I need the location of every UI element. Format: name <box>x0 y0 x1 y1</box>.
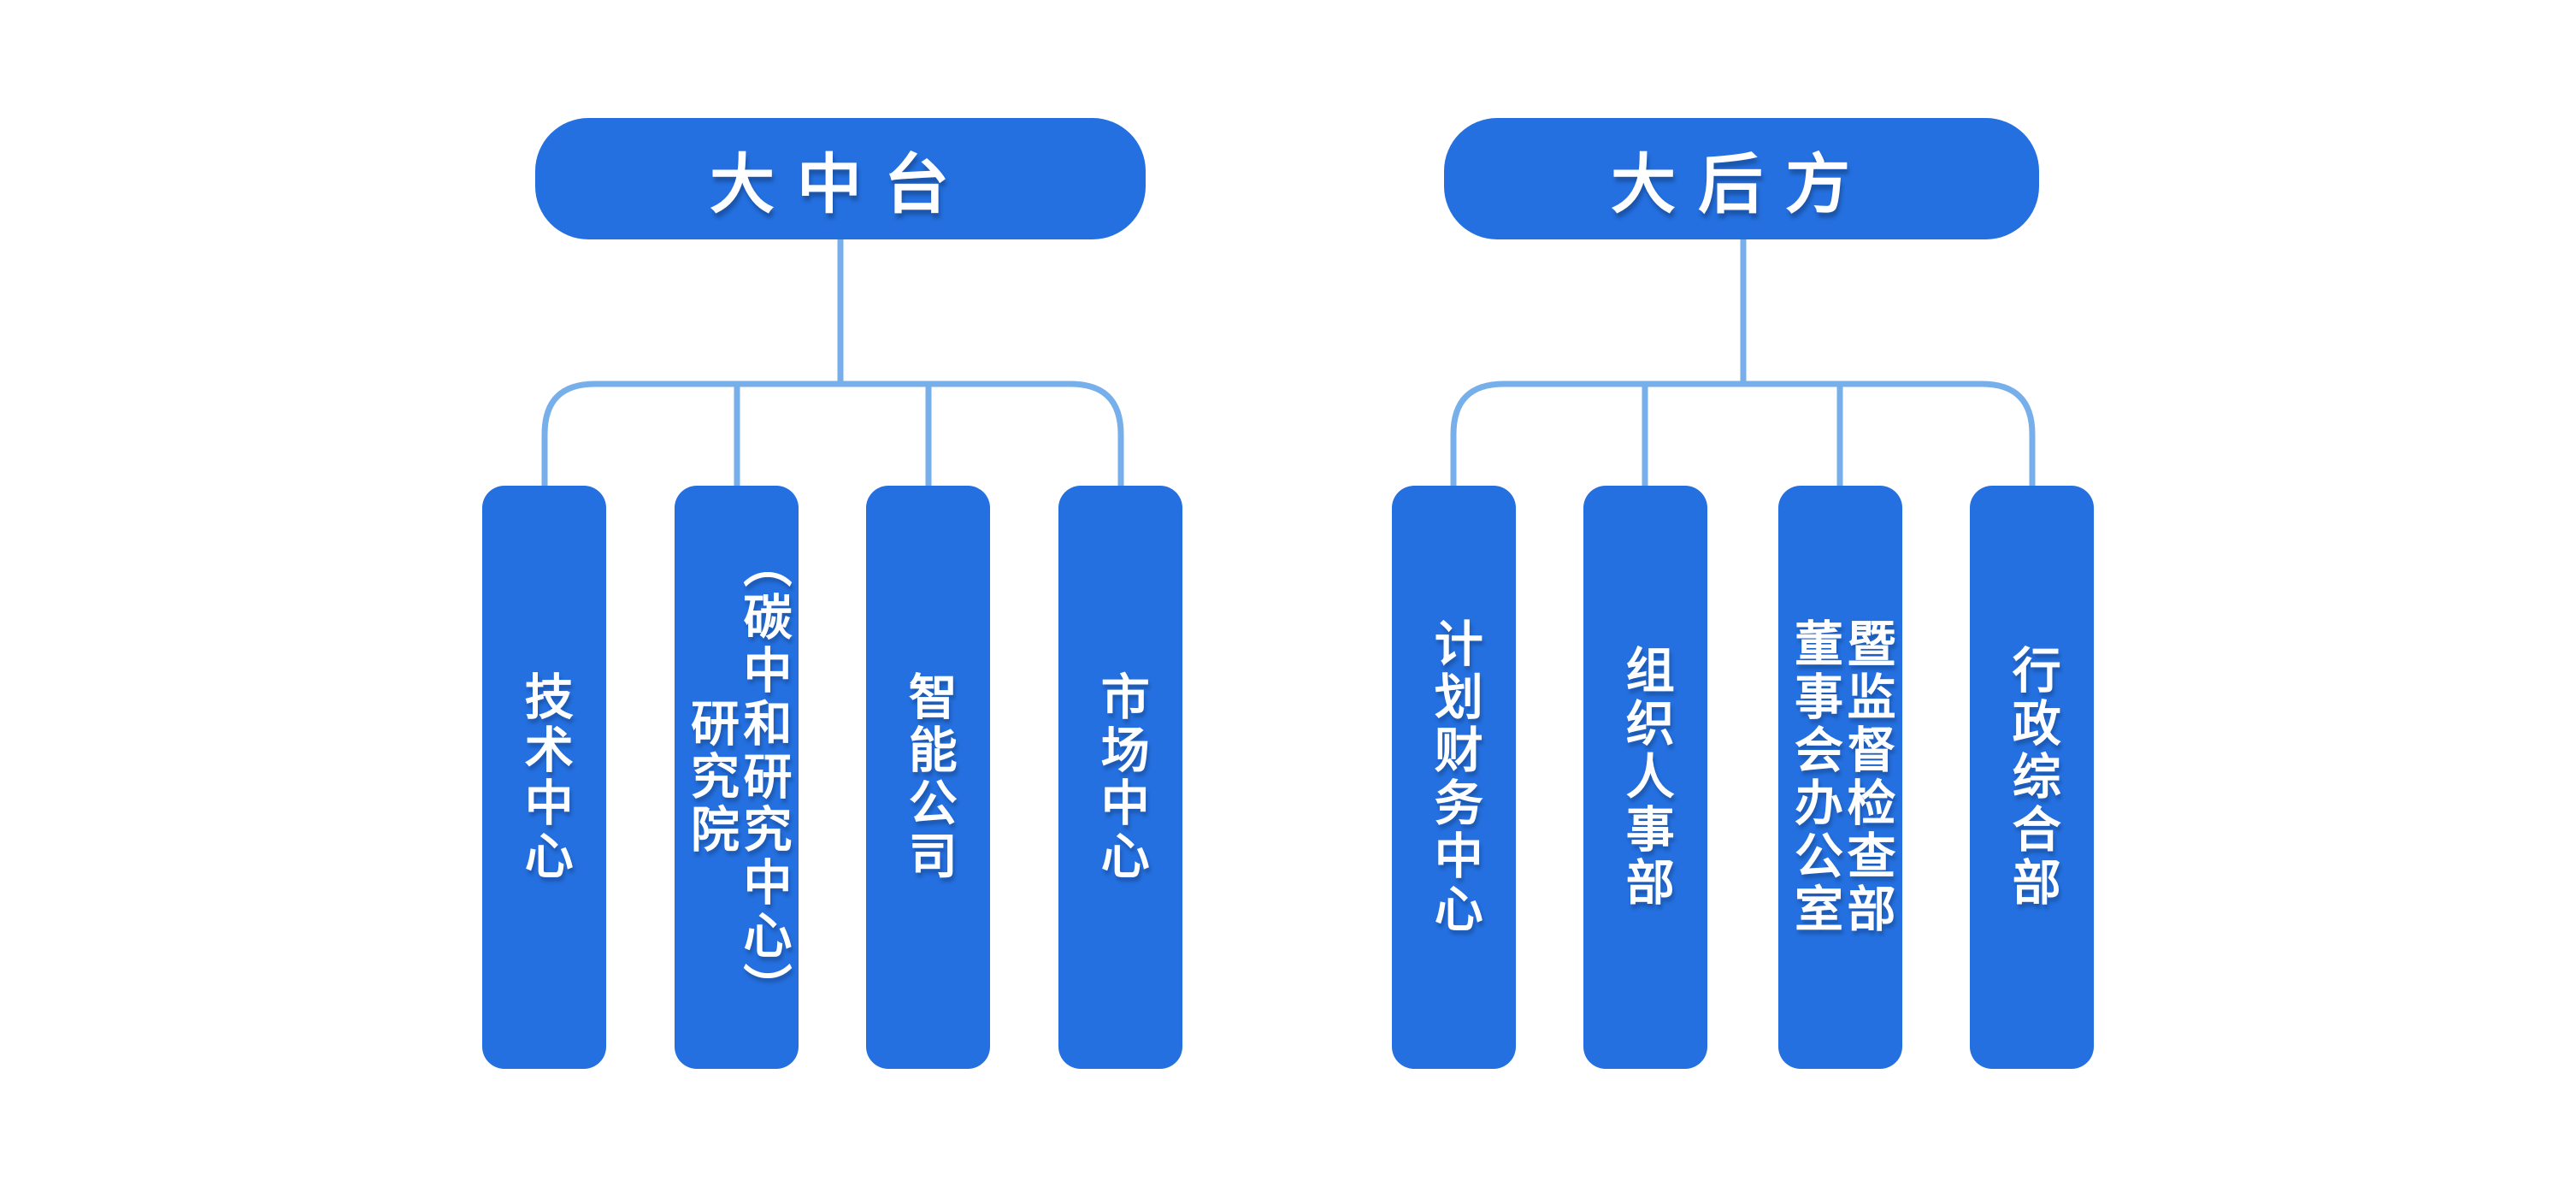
child-node-label: 市场中心 <box>1093 671 1149 883</box>
child-node-label: 行政综合部 <box>2005 645 2060 910</box>
child-node-board-office-supervision-dept[interactable]: 董事会办公室 暨监督检查部 <box>1778 486 1902 1069</box>
root-node-left[interactable]: 大中台 <box>535 118 1146 239</box>
child-node-tech-center[interactable]: 技术中心 <box>482 486 606 1069</box>
child-node-label: 董事会办公室 暨监督检查部 <box>1787 618 1895 936</box>
connector-left-rail <box>541 381 1124 486</box>
root-node-left-label: 大中台 <box>710 149 971 221</box>
child-node-planning-finance-center[interactable]: 计划财务中心 <box>1392 486 1516 1069</box>
child-node-label: 组织人事部 <box>1618 645 1674 910</box>
child-node-research-institute[interactable]: 研究院 （碳中和研究中心） <box>675 486 799 1069</box>
child-node-label: 计划财务中心 <box>1427 618 1483 936</box>
child-node-label: 技术中心 <box>517 671 573 883</box>
child-node-intelligence-company[interactable]: 智能公司 <box>866 486 990 1069</box>
child-node-label: 智能公司 <box>901 671 957 883</box>
child-node-label: 研究院 （碳中和研究中心） <box>683 539 792 1016</box>
child-node-market-center[interactable]: 市场中心 <box>1058 486 1182 1069</box>
root-node-right-label: 大后方 <box>1611 149 1872 221</box>
child-node-admin-general-dept[interactable]: 行政综合部 <box>1970 486 2094 1069</box>
connector-right-rail <box>1450 381 2036 486</box>
child-node-organization-personnel-dept[interactable]: 组织人事部 <box>1583 486 1707 1069</box>
root-node-right[interactable]: 大后方 <box>1444 118 2039 239</box>
